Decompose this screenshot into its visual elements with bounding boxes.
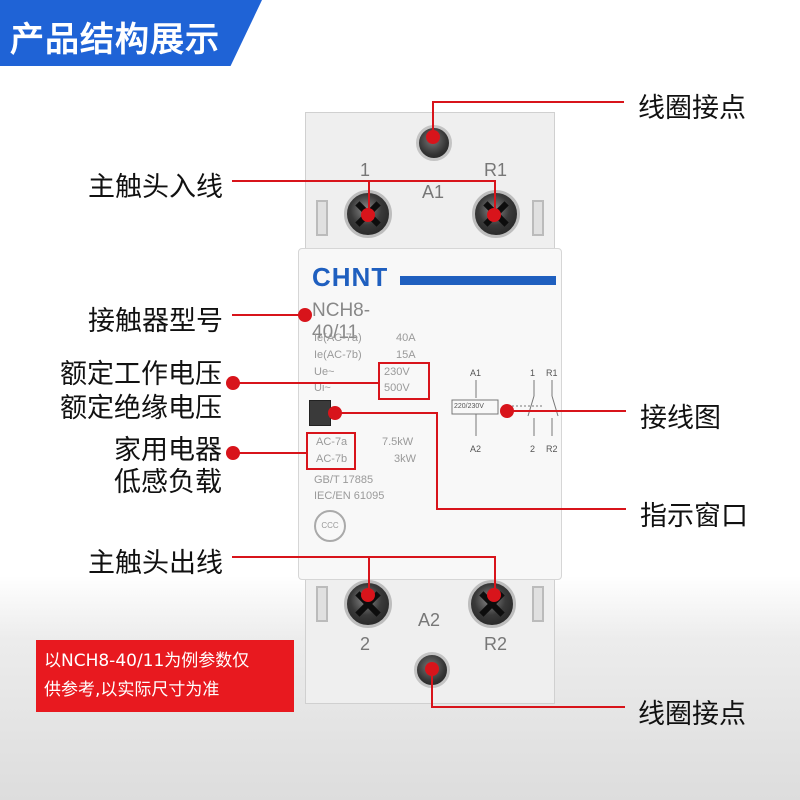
callout-dot xyxy=(361,588,375,602)
callout-dot xyxy=(426,130,440,144)
wiring-diagram xyxy=(451,380,559,436)
disclaimer-line-1: 以NCH8-40/11为例参数仅 xyxy=(44,651,250,671)
label-model: 接触器型号 xyxy=(88,306,223,337)
label-household-2: 低感负载 xyxy=(114,467,222,498)
spec-ie-7b-value: 15A xyxy=(396,349,416,361)
banner-title: 产品结构展示 xyxy=(10,20,220,60)
terminal-a2-label: A2 xyxy=(418,610,441,630)
callout-line xyxy=(232,556,496,558)
diagram-a1: A1 xyxy=(470,368,482,378)
callout-line xyxy=(234,452,306,454)
disclaimer-note: 以NCH8-40/11为例参数仅 供参考,以实际尺寸为准 xyxy=(36,640,294,712)
callout-line xyxy=(368,556,370,594)
spec-ie-7a-label: Ie(AC-7a) xyxy=(314,332,362,344)
diagram-r2: R2 xyxy=(546,444,558,454)
callout-line xyxy=(334,412,438,414)
callout-line xyxy=(436,508,626,510)
label-wiring: 接线图 xyxy=(640,403,721,434)
voltage-highlight-box xyxy=(378,362,430,400)
brand-logo: CHNT xyxy=(312,262,389,292)
title-banner xyxy=(0,0,262,66)
callout-line xyxy=(494,556,496,594)
callout-line xyxy=(494,180,496,214)
label-main-in: 主触头入线 xyxy=(88,172,223,203)
spec-ue-label: Ue~ xyxy=(314,366,335,378)
label-insulation-voltage: 额定绝缘电压 xyxy=(60,393,222,424)
front-panel xyxy=(298,248,562,580)
spec-ac7b: AC-7b xyxy=(316,453,348,465)
brand-stripe xyxy=(400,276,556,285)
spec-ue-value: 230V xyxy=(384,366,410,378)
disclaimer-line-2: 供参考,以实际尺寸为准 xyxy=(44,680,220,700)
spec-standard-iec: IEC/EN 61095 xyxy=(314,490,385,502)
diagram-coil: 220/230V xyxy=(454,403,484,410)
spec-standard-gb: GB/T 17885 xyxy=(314,474,374,486)
spec-ac7a-value: 7.5kW xyxy=(382,436,414,448)
terminal-r1-label: R1 xyxy=(484,160,508,180)
callout-line xyxy=(508,410,626,412)
spec-ac7a: AC-7a xyxy=(316,436,348,448)
terminal-a1-label: A1 xyxy=(422,182,445,202)
callout-dot xyxy=(361,208,375,222)
callout-dot xyxy=(487,208,501,222)
callout-line xyxy=(232,180,496,182)
label-window: 指示窗口 xyxy=(640,501,748,532)
callout-line xyxy=(432,101,624,103)
diagram-2: 2 xyxy=(530,444,536,454)
spec-ui-value: 500V xyxy=(384,382,410,394)
terminal-2-label: 2 xyxy=(360,634,371,654)
diagram-1: 1 xyxy=(530,368,536,378)
callout-line xyxy=(368,180,370,214)
vent-slot xyxy=(532,200,544,236)
household-highlight-box xyxy=(306,432,356,470)
callout-line xyxy=(234,382,378,384)
callout-line xyxy=(432,101,434,137)
callout-dot xyxy=(226,376,240,390)
callout-dot xyxy=(487,588,501,602)
label-main-out: 主触头出线 xyxy=(88,548,223,579)
ccc-mark: CCC xyxy=(314,510,346,542)
diagram-r1: R1 xyxy=(546,368,558,378)
vent-slot xyxy=(532,586,544,622)
label-coil-bottom: 线圈接点 xyxy=(638,699,746,730)
terminal-1-label: 1 xyxy=(360,160,371,180)
spec-ac7b-value: 3kW xyxy=(394,453,416,465)
callout-dot xyxy=(500,404,514,418)
callout-dot xyxy=(298,308,312,322)
label-coil-top: 线圈接点 xyxy=(638,93,746,124)
vent-slot xyxy=(316,586,328,622)
callout-line xyxy=(232,314,302,316)
callout-line xyxy=(431,706,625,708)
label-household-1: 家用电器 xyxy=(114,435,222,466)
model-text: NCH8-40/11 xyxy=(312,300,371,343)
terminal-r2-label: R2 xyxy=(484,634,508,654)
spec-ie-7a-value: 40A xyxy=(396,332,416,344)
spec-ie-7b-label: Ie(AC-7b) xyxy=(314,349,362,361)
callout-line xyxy=(436,412,438,510)
callout-dot xyxy=(226,446,240,460)
diagram-a2: A2 xyxy=(470,444,482,454)
vent-slot xyxy=(316,200,328,236)
spec-ui-label: Ui~ xyxy=(314,382,331,394)
label-rated-voltage: 额定工作电压 xyxy=(60,359,222,390)
callout-line xyxy=(431,668,433,708)
